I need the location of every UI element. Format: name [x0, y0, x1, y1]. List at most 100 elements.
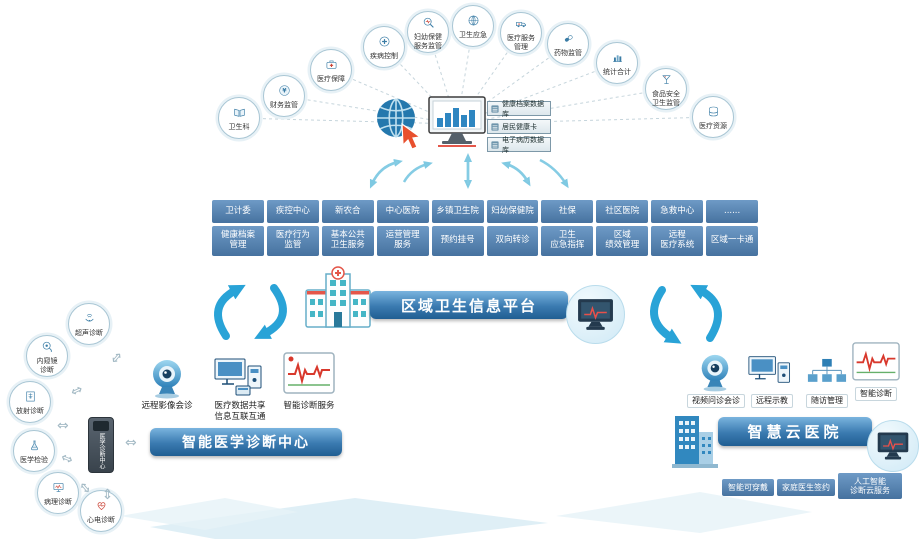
service-button: 区域 绩效管理 — [596, 226, 648, 256]
modality-item: 医学检验 — [13, 430, 55, 472]
ai-cloud-diagnosis-button: 人工智能 诊断云服务 — [838, 473, 902, 499]
finance-icon: ¥ — [278, 82, 291, 101]
cycle-arrows — [214, 284, 722, 344]
cloud-hospital-title-bar: 智慧云医院 — [718, 417, 872, 446]
ring-item: 统计合计 — [596, 42, 638, 84]
family-doctor-button: 家庭医生签约 — [777, 479, 835, 496]
medkit-icon — [325, 56, 338, 75]
ecg-icon — [283, 352, 335, 394]
service-button: 健康档案 管理 — [212, 226, 264, 256]
monitors-icon — [748, 354, 794, 390]
ring-item: 医疗服务 管理 — [500, 12, 542, 54]
organization-row: 卫计委疾控中心新农合中心医院乡镇卫生院妇幼保健院社保社区医院急救中心...... — [212, 200, 758, 223]
org-button: 新农合 — [322, 200, 374, 223]
globe-cursor-icon — [372, 96, 428, 154]
ring-item-label: 财务监管 — [270, 101, 298, 110]
device-screen — [93, 421, 109, 431]
modality-item-label: 病理诊断 — [44, 498, 72, 507]
service-button: 医疗行为 监管 — [267, 226, 319, 256]
monitors-icon — [214, 356, 266, 396]
medical-service-icon — [515, 15, 528, 34]
ecg-icon — [852, 342, 900, 381]
service-button: 预约挂号 — [432, 226, 484, 256]
database-box: 居民健康卡 — [487, 119, 551, 134]
modality-item: 病理诊断 — [37, 472, 79, 514]
service-label: 随访管理 — [806, 394, 848, 408]
service-label: 视频问诊会诊 — [687, 394, 745, 408]
cloud-hospital-building-icon — [672, 412, 718, 470]
ring-item-label: 卫生应急 — [459, 31, 487, 40]
org-button: 乡镇卫生院 — [432, 200, 484, 223]
database-label: 居民健康卡 — [502, 122, 537, 131]
ring-item: 医疗资源 — [692, 96, 734, 138]
stats-icon — [611, 49, 624, 68]
org-button: 急救中心 — [651, 200, 703, 223]
lab-icon — [28, 437, 41, 456]
double-arrow-icon: ⇔ — [57, 418, 69, 434]
book-icon — [233, 104, 246, 123]
ring-item-label: 食品安全 卫生监管 — [652, 90, 680, 107]
svg-text:¥: ¥ — [282, 88, 287, 95]
ultrasound-icon — [83, 310, 96, 329]
service-button: 双向转诊 — [487, 226, 539, 256]
ring-item-label: 药物监管 — [554, 49, 582, 58]
diagnosis-center-title-bar: 智能医学诊断中心 — [150, 428, 342, 456]
org-button: 卫计委 — [212, 200, 264, 223]
service-label: 医疗数据共享 信息互联互通 — [214, 401, 266, 422]
hospital-building-icon — [303, 266, 373, 330]
modality-item-label: 心电诊断 — [87, 516, 115, 525]
resources-icon — [707, 103, 720, 122]
ring-item-label: 医疗资源 — [699, 122, 727, 131]
org-button: ...... — [706, 200, 758, 223]
heart-ecg-icon — [95, 497, 108, 516]
ring-item: ¥ 财务监管 — [263, 75, 305, 117]
ring-item-label: 医疗服务 管理 — [507, 34, 535, 51]
service-label: 远程示教 — [751, 394, 793, 408]
platform-title: 区域卫生信息平台 — [400, 296, 537, 315]
ring-item: 药物监管 — [547, 23, 589, 65]
platform-title-bar: 区域卫生信息平台 — [370, 291, 568, 319]
food-safety-icon — [660, 71, 673, 90]
service-button: 运营管理 服务 — [377, 226, 429, 256]
platform-monitor-badge — [566, 285, 625, 344]
webcam-icon — [147, 357, 187, 399]
double-arrow-icon: ⇔ — [125, 435, 137, 451]
database-label: 电子病历数据库 — [502, 135, 544, 154]
ring-item-label: 医疗保障 — [317, 75, 345, 84]
database-box: 健康档案数据库 — [487, 99, 551, 118]
ring-item: 食品安全 卫生监管 — [645, 68, 687, 110]
ring-item-label: 统计合计 — [603, 68, 631, 77]
service-button: 区域一卡通 — [706, 226, 758, 256]
service-label: 远程影像会诊 — [141, 401, 193, 411]
ring-item-label: 卫生科 — [228, 123, 250, 132]
drug-icon — [562, 30, 575, 49]
service-label: 智能诊断 — [855, 387, 897, 401]
maternal-care-icon — [422, 14, 435, 33]
database-icon — [491, 140, 499, 149]
service-label: 智能诊断服务 — [283, 401, 335, 411]
ring-item: 卫生科 — [218, 97, 260, 139]
database-icon — [491, 122, 499, 131]
modality-item: 心电诊断 — [80, 490, 122, 532]
org-button: 妇幼保健院 — [487, 200, 539, 223]
double-arrow-icon: ⇔ — [98, 488, 115, 500]
exchange-arrows — [369, 153, 569, 189]
database-label: 健康档案数据库 — [502, 99, 544, 118]
webcam-icon — [696, 352, 734, 392]
database-icon — [491, 104, 499, 113]
org-button: 中心医院 — [377, 200, 429, 223]
ring-item: 卫生应急 — [452, 5, 494, 47]
modality-item: 内窥镜 诊断 — [26, 335, 68, 377]
disease-control-icon — [378, 33, 391, 52]
dashboard-monitor-icon — [428, 96, 488, 148]
service-row: 健康档案 管理医疗行为 监管基本公共 卫生服务运营管理 服务预约挂号双向转诊卫生… — [212, 226, 758, 256]
modality-item-label: 超声诊断 — [75, 329, 103, 338]
org-button: 社保 — [541, 200, 593, 223]
ring-item-label: 疾病控制 — [370, 52, 398, 61]
diagnosis-center-title: 智能医学诊断中心 — [182, 435, 310, 451]
database-box: 电子病历数据库 — [487, 135, 551, 154]
xray-icon — [24, 388, 37, 407]
ring-item: 妇幼保健 服务监管 — [407, 11, 449, 53]
modality-item-label: 医学检验 — [20, 456, 48, 465]
